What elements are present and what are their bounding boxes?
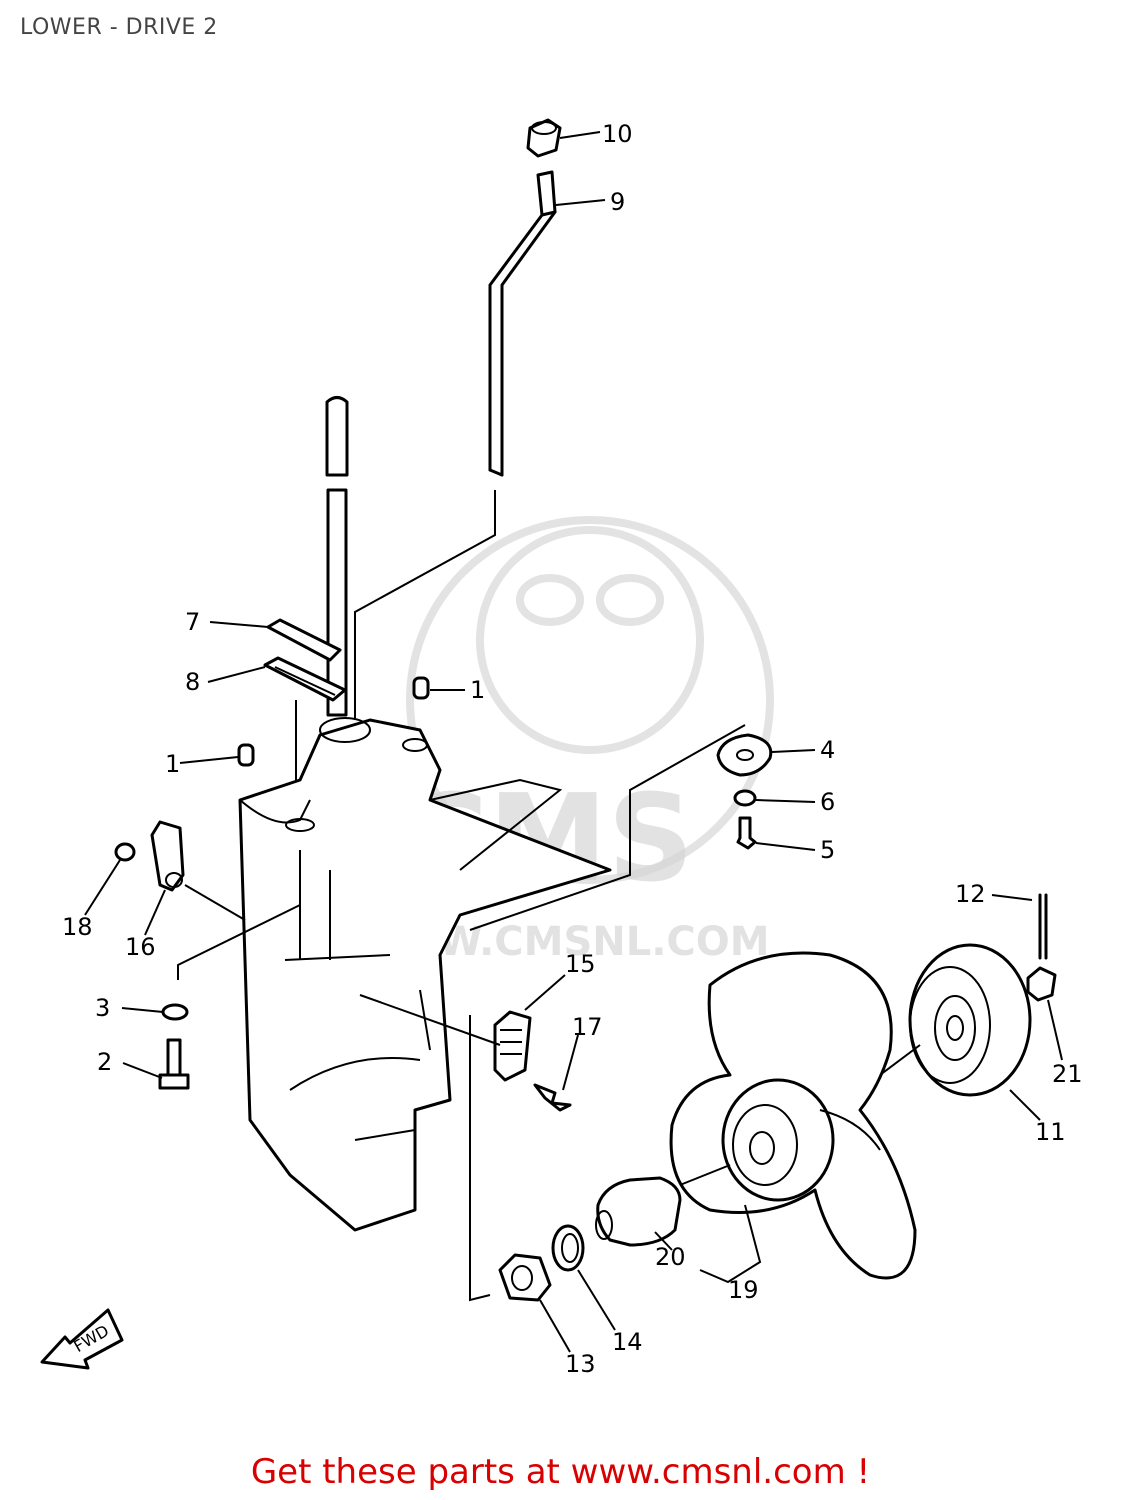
callout-18: 18	[62, 913, 93, 941]
callout-10: 10	[602, 120, 633, 148]
callout-5: 5	[820, 836, 835, 864]
callout-leaders	[84, 131, 1063, 1353]
part-18-nut	[114, 842, 136, 862]
callout-8: 8	[185, 668, 200, 696]
part-19-propeller	[669, 951, 917, 1280]
callout-9: 9	[610, 188, 625, 216]
part-15-trim-tab	[493, 1010, 532, 1082]
part-16-bracket	[150, 820, 185, 892]
callout-1-right: 1	[470, 676, 485, 704]
part-20-bushing	[595, 1176, 682, 1247]
part-3-washer	[161, 1003, 189, 1021]
part-6-washer	[733, 789, 757, 807]
callout-15: 15	[565, 950, 596, 978]
part-1-dowel-pin-a	[237, 743, 255, 767]
lower-unit-housing	[238, 717, 612, 1232]
part-7-plate	[266, 618, 342, 662]
callout-4: 4	[820, 736, 835, 764]
callout-14: 14	[612, 1328, 643, 1356]
part-21-castle-nut	[1026, 966, 1057, 1002]
callout-6: 6	[820, 788, 835, 816]
fwd-arrow-icon: FWD	[40, 1308, 124, 1370]
callout-7: 7	[185, 608, 200, 636]
part-13-nut	[498, 1253, 552, 1302]
callout-3: 3	[95, 994, 110, 1022]
part-17-bolt	[533, 1083, 572, 1112]
callout-16: 16	[125, 933, 156, 961]
callout-19: 19	[728, 1276, 759, 1304]
part-9-shift-rod	[488, 170, 557, 477]
part-12-cotter-pin	[1038, 893, 1048, 960]
callout-2: 2	[97, 1048, 112, 1076]
part-1-dowel-pin-b	[412, 676, 430, 700]
part-2-bolt	[158, 1038, 190, 1090]
drive-shaft	[325, 396, 349, 717]
callout-20: 20	[655, 1243, 686, 1271]
get-parts-link[interactable]: Get these parts at www.cmsnl.com !	[250, 1452, 871, 1492]
part-14-washer	[551, 1224, 585, 1272]
part-11-thrust-spacer	[908, 943, 1032, 1097]
callout-1-left: 1	[165, 750, 180, 778]
page-title: LOWER - DRIVE 2	[20, 15, 218, 40]
callout-21: 21	[1052, 1060, 1083, 1088]
callout-17: 17	[572, 1013, 603, 1041]
part-8-plate	[263, 656, 347, 702]
part-5-bolt	[736, 816, 757, 850]
part-10-cap	[526, 118, 562, 158]
part-4-anode	[716, 733, 773, 777]
callout-12: 12	[955, 880, 986, 908]
callout-13: 13	[565, 1350, 596, 1378]
callout-11: 11	[1035, 1118, 1066, 1146]
